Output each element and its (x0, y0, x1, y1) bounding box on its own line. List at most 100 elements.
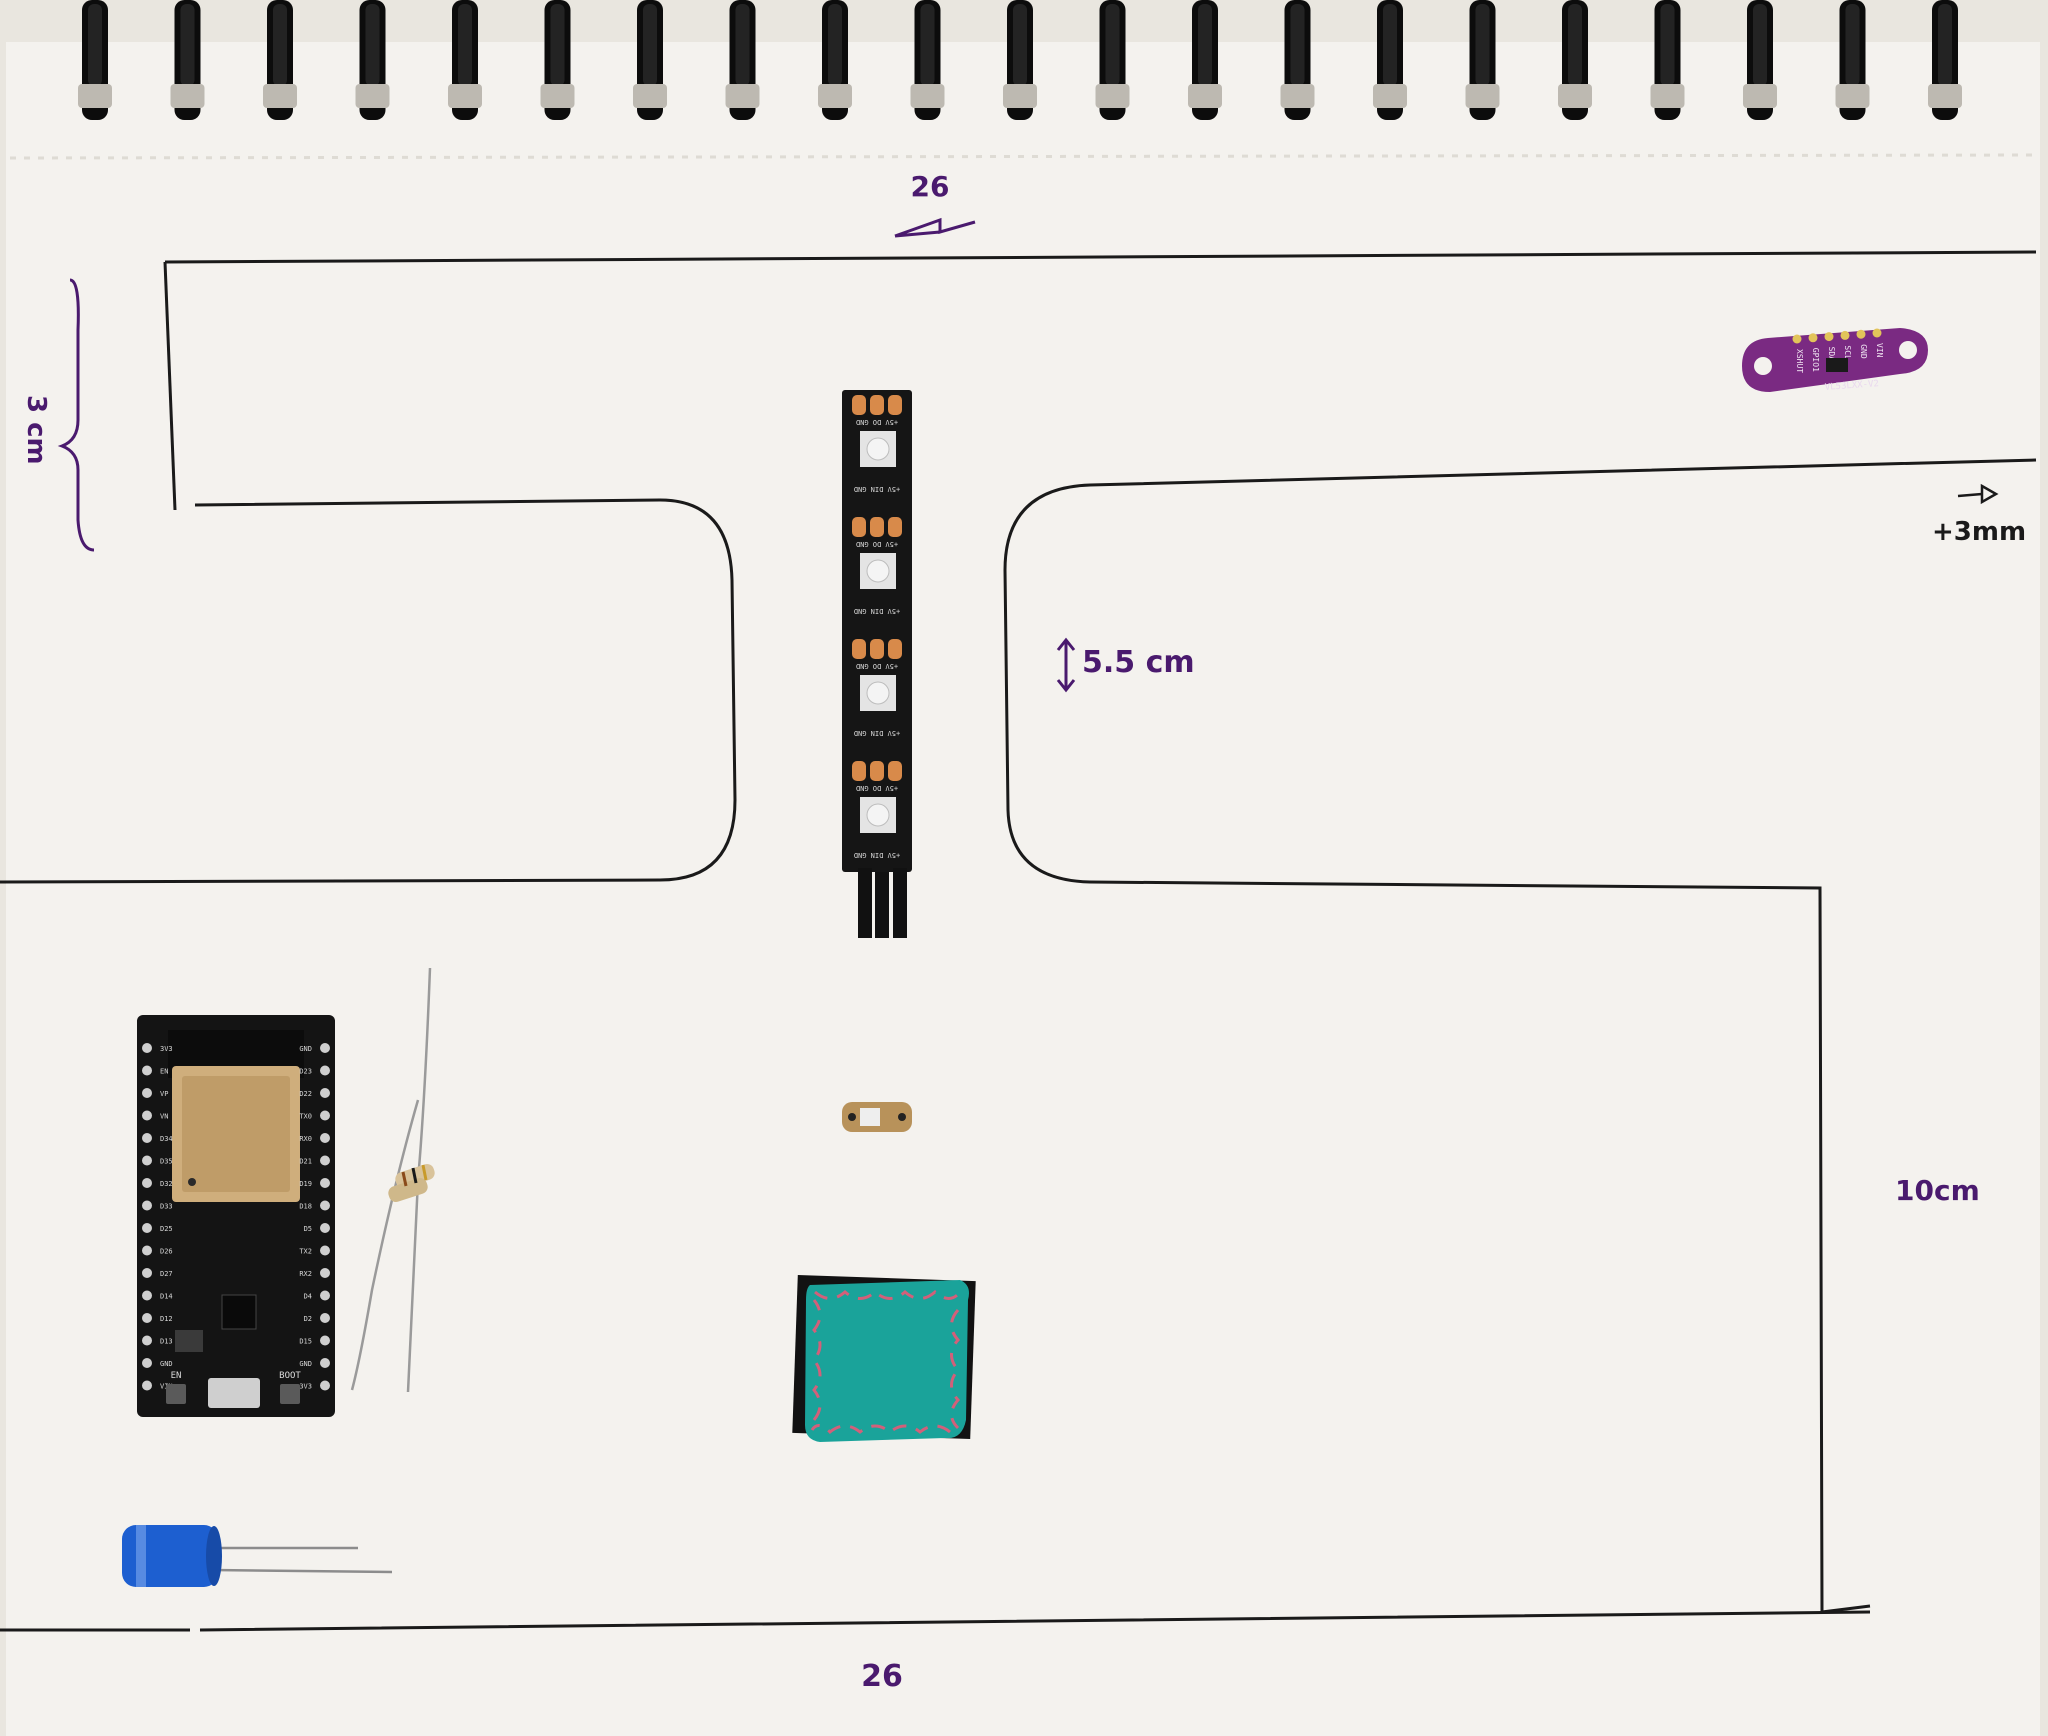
spiral-hole (170, 84, 205, 108)
strip-solder-pad (852, 761, 866, 781)
spiral-hole (1280, 84, 1315, 108)
spiral-ring-highlight (1660, 4, 1675, 86)
spiral-ring-highlight (1753, 4, 1767, 86)
spiral-ring-highlight (88, 4, 102, 86)
esp32-header-pin (142, 1223, 152, 1233)
spiral-hole (1373, 84, 1407, 108)
esp32-pin-label: D26 (160, 1248, 173, 1256)
esp32-header-pin (142, 1043, 152, 1053)
spiral-hole (1835, 84, 1870, 108)
felt-stitches (810, 1290, 962, 1435)
paper-sheet (6, 42, 2040, 1736)
strip-solder-pad (870, 517, 884, 537)
led-gap-label: 5.5 cm (1082, 645, 1195, 680)
spiral-hole (818, 84, 852, 108)
mount-hole-right (1899, 341, 1917, 359)
bottom-width-label: 26 (861, 1659, 903, 1694)
boot-button[interactable] (280, 1384, 300, 1404)
spiral-ring-highlight (1105, 4, 1120, 86)
left-height-label: 3 cm (21, 395, 51, 465)
esp32-header-pin (320, 1043, 330, 1053)
spiral-ring-highlight (828, 4, 842, 86)
esp32-pin-label: 3V3 (299, 1383, 312, 1391)
tof-model-label: VL53LXX-V2 (1824, 379, 1879, 393)
strip-solder-pad (888, 639, 902, 659)
boot-button-label: BOOT (279, 1371, 301, 1381)
road-block-right (1003, 458, 2037, 1614)
spiral-ring-highlight (1198, 4, 1212, 86)
esp32-pin-label: D33 (160, 1203, 173, 1211)
led-lens (866, 559, 890, 583)
spiral-hole (1095, 84, 1130, 108)
esp32-pin-label: D14 (160, 1293, 173, 1301)
spiral-ring-highlight (920, 4, 935, 86)
en-button[interactable] (166, 1384, 186, 1404)
esp32-header-pin (142, 1245, 152, 1256)
esp32-header-pin (142, 1133, 152, 1143)
right-offset-label: +3mm (1932, 517, 2026, 547)
spiral-hole (1188, 84, 1222, 108)
esp32-header-pin (142, 1065, 152, 1076)
esp32-pin-label: D2 (304, 1315, 312, 1323)
strip-pad-label: +5V DO GND (856, 418, 898, 426)
spiral-ring-highlight (458, 4, 472, 86)
felt-surface (805, 1280, 969, 1442)
road-block-left (0, 498, 737, 884)
resistor-body-2 (388, 1178, 428, 1202)
strip-solder-pad (852, 639, 866, 659)
spiral-hole (540, 84, 575, 108)
spiral-hole (1465, 84, 1500, 108)
esp32-pin-label: D21 (299, 1158, 312, 1166)
esp32-header-pin (142, 1110, 152, 1121)
esp32-pin-label: D4 (304, 1293, 312, 1301)
spiral-ring-highlight (1013, 4, 1027, 86)
esp32-header-pin (142, 1268, 152, 1278)
spiral-ring-highlight (1290, 4, 1305, 86)
strip-solder-pad (888, 395, 902, 415)
strip-solder-pad (888, 761, 902, 781)
esp32-header-pin (320, 1133, 330, 1143)
mini-led-chip (860, 1108, 880, 1126)
esp32-header-pin (320, 1200, 330, 1211)
tof-pin-label: GND (1859, 344, 1868, 359)
esp32-pin-label: TX0 (299, 1113, 312, 1121)
spiral-hole (1003, 84, 1037, 108)
tof-pin-label: GPIO1 (1811, 348, 1820, 372)
spiral-hole (1558, 84, 1592, 108)
tof-chip (1826, 358, 1848, 372)
esp32-pin-label: D23 (299, 1068, 312, 1076)
spiral-ring-highlight (1845, 4, 1860, 86)
strip-pad-label: +5V DO GND (856, 540, 898, 548)
strip-wire-2 (875, 872, 889, 938)
esp32-header-pin (320, 1065, 330, 1076)
esp32-pin-label: D19 (299, 1180, 312, 1188)
esp32-pin-label: RX2 (299, 1270, 312, 1278)
strip-solder-pad (870, 761, 884, 781)
mini-led-module (842, 1102, 912, 1132)
tof-pin-label: SCL (1843, 345, 1852, 360)
micro-usb-port[interactable] (208, 1378, 260, 1408)
tof-pin-label: SDA (1827, 347, 1836, 362)
road-line-left-stub (163, 261, 177, 511)
esp32-header-pin (320, 1110, 330, 1121)
esp32-pin-label: D18 (299, 1203, 312, 1211)
spiral-ring-highlight (550, 4, 565, 86)
esp32-pin-label: VN (160, 1113, 168, 1121)
esp32-header-pin (142, 1200, 152, 1211)
strip-pad-label: +5V DIN GND (854, 607, 900, 615)
esp32-pin-label: D15 (299, 1338, 312, 1346)
strip-solder-pad (870, 639, 884, 659)
road-line-bottom (0, 1610, 1871, 1632)
led-strip: +5V DO GND +5V DIN GND +5V DO GND +5V DIN G… (842, 390, 912, 938)
esp32-header-pin (320, 1223, 330, 1233)
esp32-header-pin (320, 1380, 330, 1391)
strip-solder-pad (852, 395, 866, 415)
esp32-header-pin (320, 1313, 330, 1323)
tof-pin-pad (1792, 334, 1802, 344)
esp32-header-pin (320, 1155, 330, 1166)
top-width-label: 26 (911, 170, 950, 203)
esp32-pin-label: D25 (160, 1225, 173, 1233)
strip-pad-label: +5V DIN GND (854, 485, 900, 493)
esp32-header-pin (142, 1178, 152, 1188)
